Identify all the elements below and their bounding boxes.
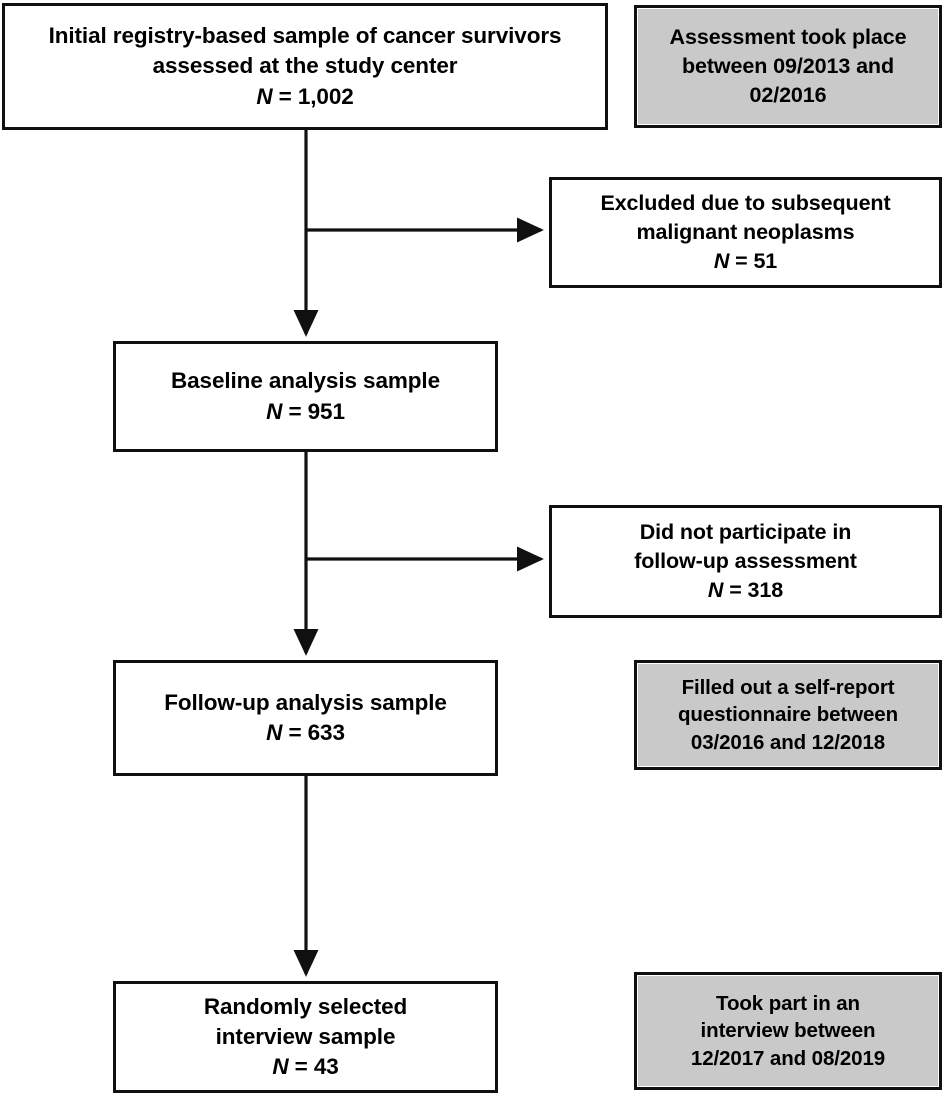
followup-sample-line1: Follow-up analysis sample <box>164 689 447 715</box>
excluded-neoplasms-n-value: = 51 <box>735 248 778 273</box>
assessment-note-line1: Assessment took place <box>669 25 907 50</box>
node-initial-sample: Initial registry-based sample of cancer … <box>2 3 608 130</box>
initial-sample-line1: Initial registry-based sample of cancer … <box>48 23 562 49</box>
followup-sample-n-value: = 633 <box>288 720 345 745</box>
interview-sample-line1: Randomly selected <box>203 993 408 1019</box>
followup-sample-count: N = 633 <box>266 718 345 748</box>
interview-note-line2: interview between <box>700 1019 876 1043</box>
questionnaire-note-line1: Filled out a self-report <box>681 675 895 699</box>
interview-sample-count: N = 43 <box>272 1052 338 1082</box>
baseline-sample-n-value: = 951 <box>288 398 345 424</box>
excluded-no-followup-n-label: N <box>707 577 724 602</box>
excluded-no-followup-line2: follow-up assessment <box>634 549 857 574</box>
node-interview-period-note: Took part in an interview between 12/201… <box>634 972 942 1090</box>
initial-sample-n-label: N <box>256 83 273 109</box>
baseline-sample-count: N = 951 <box>266 397 345 427</box>
node-baseline-sample: Baseline analysis sample N = 951 <box>113 341 498 452</box>
questionnaire-note-line3: 03/2016 and 12/2018 <box>690 730 886 754</box>
interview-note-line3: 12/2017 and 08/2019 <box>690 1046 886 1070</box>
interview-sample-line2: interview sample <box>215 1023 396 1049</box>
excluded-no-followup-count: N = 318 <box>708 576 783 605</box>
interview-note-line1: Took part in an <box>716 991 860 1015</box>
excluded-neoplasms-n-label: N <box>713 248 730 273</box>
assessment-note-line3: 02/2016 <box>749 82 827 107</box>
baseline-sample-n-label: N <box>266 398 283 424</box>
baseline-sample-line1: Baseline analysis sample <box>170 368 440 394</box>
node-followup-sample: Follow-up analysis sample N = 633 <box>113 660 498 776</box>
node-interview-sample: Randomly selected interview sample N = 4… <box>113 981 498 1093</box>
excluded-no-followup-n-value: = 318 <box>729 577 784 602</box>
initial-sample-line2: assessed at the study center <box>152 53 458 79</box>
questionnaire-note-line2: questionnaire between <box>677 703 899 727</box>
initial-sample-count: N = 1,002 <box>256 82 353 112</box>
excluded-neoplasms-count: N = 51 <box>714 247 777 276</box>
node-excluded-no-followup: Did not participate in follow-up assessm… <box>549 505 942 618</box>
followup-sample-n-label: N <box>266 720 283 745</box>
node-questionnaire-period-note: Filled out a self-report questionnaire b… <box>634 660 942 770</box>
assessment-note-line2: between 09/2013 and <box>681 54 894 79</box>
excluded-neoplasms-line1: Excluded due to subsequent <box>600 191 891 216</box>
initial-sample-n-value: = 1,002 <box>278 83 354 109</box>
interview-sample-n-value: = 43 <box>294 1054 339 1080</box>
interview-sample-n-label: N <box>272 1054 289 1080</box>
excluded-no-followup-line1: Did not participate in <box>639 520 852 545</box>
excluded-neoplasms-line2: malignant neoplasms <box>636 220 855 245</box>
node-excluded-neoplasms: Excluded due to subsequent malignant neo… <box>549 177 942 288</box>
node-assessment-period-note: Assessment took place between 09/2013 an… <box>634 5 942 128</box>
